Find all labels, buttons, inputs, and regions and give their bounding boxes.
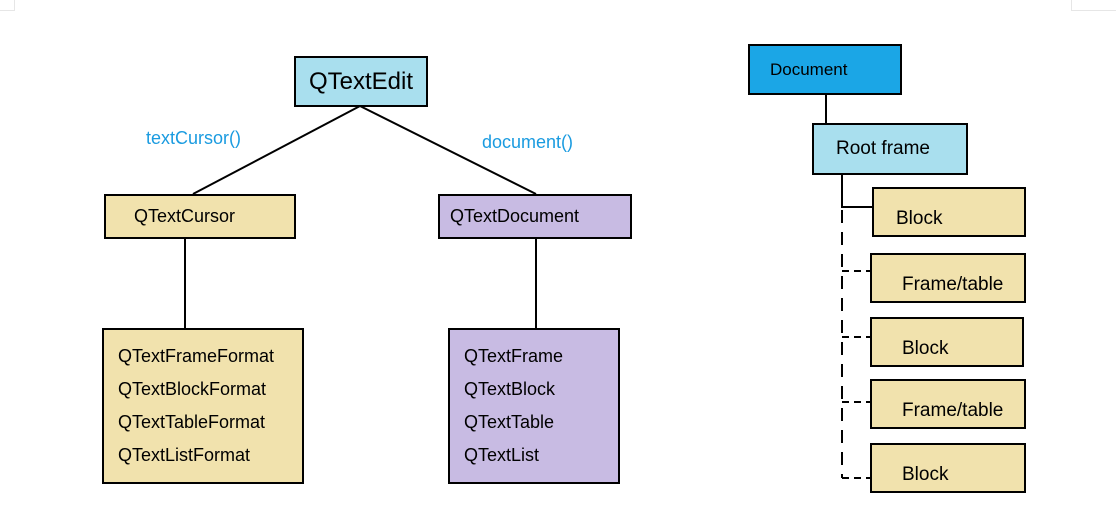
qtextedit-label: QTextEdit: [308, 67, 414, 95]
qtextdocument-node: QTextDocument: [438, 194, 632, 239]
format-class-item: QTextTableFormat: [118, 412, 266, 432]
tree-child-block: Block: [872, 187, 1026, 237]
tree-child-label: Block: [902, 338, 949, 359]
tree-child-frame-table: Frame/table: [870, 379, 1026, 429]
format-classes-box: QTextFrameFormat QTextBlockFormat QTextT…: [102, 328, 304, 484]
qtextedit-node: QTextEdit: [294, 56, 428, 107]
edge-qtextedit-qtextdocument: [359, 105, 537, 195]
tree-child-frame-table: Frame/table: [870, 253, 1026, 303]
root-frame-node: Root frame: [812, 123, 968, 175]
format-class-item: QTextFrameFormat: [118, 346, 275, 366]
qtextcursor-node: QTextCursor: [104, 194, 296, 239]
tree-child-label: Frame/table: [902, 274, 1004, 295]
qtextcursor-label: QTextCursor: [134, 206, 236, 226]
qtextdocument-label: QTextDocument: [450, 206, 580, 226]
tree-child-label: Block: [902, 464, 949, 485]
root-frame-label: Root frame: [836, 138, 930, 159]
document-method-label: document(): [482, 132, 574, 152]
format-class-item: QTextListFormat: [118, 445, 251, 465]
document-element-item: QTextTable: [464, 412, 555, 432]
document-elements-box: QTextFrame QTextBlock QTextTable QTextLi…: [448, 328, 620, 484]
document-element-item: QTextBlock: [464, 379, 556, 399]
format-class-item: QTextBlockFormat: [118, 379, 267, 399]
corner-mark-right: [1071, 0, 1116, 11]
edge-rootframe-first-block: [841, 175, 872, 208]
corner-mark-left: [0, 0, 15, 11]
tree-child-block: Block: [870, 443, 1026, 493]
tree-child-label: Block: [896, 208, 943, 229]
tree-child-label: Frame/table: [902, 400, 1004, 421]
document-root-label: Document: [770, 59, 848, 79]
document-element-item: QTextList: [464, 445, 540, 465]
document-root-node: Document: [748, 44, 902, 95]
textcursor-method-label: textCursor(): [146, 128, 242, 148]
edge-qtextedit-qtextcursor: [192, 105, 361, 195]
document-element-item: QTextFrame: [464, 346, 564, 366]
tree-child-block: Block: [870, 317, 1024, 367]
